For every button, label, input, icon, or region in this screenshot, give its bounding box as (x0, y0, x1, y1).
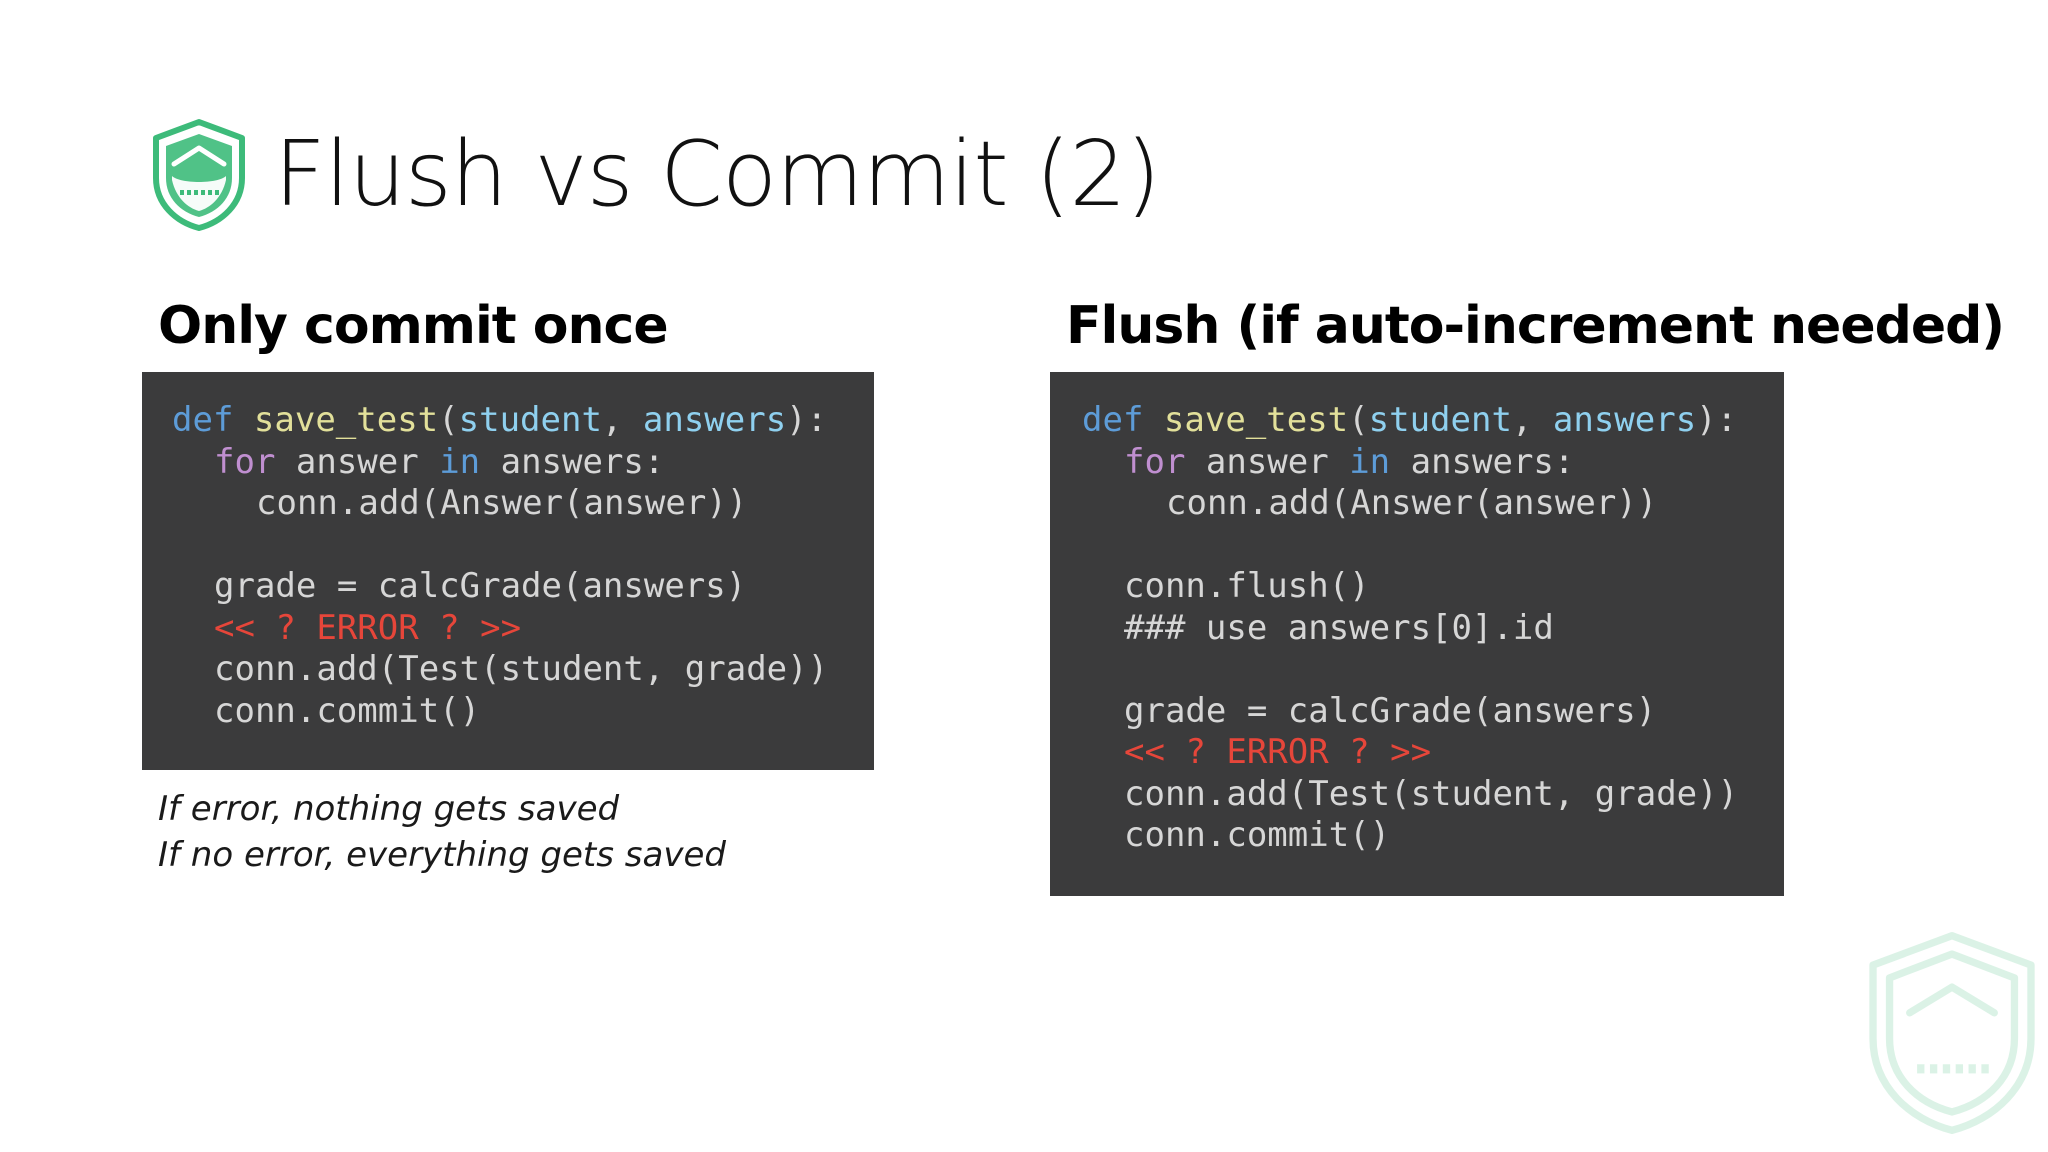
right-code-block: def save_test(student, answers): for ans… (1050, 372, 1784, 896)
code-line: conn.add(Test(student, grade)) (1124, 773, 1739, 814)
slide-title: Flush vs Commit (2) (274, 122, 1161, 227)
code-line: conn.add(Answer(answer)) (256, 483, 748, 523)
code-line: for answer in answers: (214, 441, 665, 482)
left-column-heading: Only commit once (158, 296, 669, 356)
code-line-blank (172, 525, 874, 567)
shield-logo-icon (153, 119, 245, 231)
left-code-block: def save_test(student, answers): for ans… (142, 372, 874, 770)
code-line: grade = calcGrade(answers) (214, 566, 747, 606)
code-line: conn.commit() (1124, 815, 1391, 855)
code-line: conn.add(Test(student, grade)) (214, 649, 829, 689)
code-line: def save_test(student, answers): (172, 400, 828, 440)
code-line: def save_test(student, answers): (1082, 400, 1738, 440)
code-line-blank (1082, 525, 1784, 567)
code-line-comment: ### use answers[0].id (1124, 607, 1554, 648)
code-line-blank (1082, 649, 1784, 691)
code-line: for answer in answers: (1124, 441, 1575, 482)
right-column-heading: Flush (if auto-increment needed) (1066, 296, 2005, 356)
code-line: conn.add(Answer(answer)) (1166, 483, 1658, 523)
note-line: If error, nothing gets saved (158, 789, 620, 829)
note-line: If no error, everything gets saved (158, 835, 726, 875)
code-line: conn.flush() (1124, 566, 1370, 606)
code-line: grade = calcGrade(answers) (1124, 690, 1657, 731)
code-line-error: << ? ERROR ? >> (1124, 732, 1432, 772)
code-line: conn.commit() (214, 690, 481, 731)
left-notes: If error, nothing gets saved If no error… (158, 786, 726, 878)
shield-watermark-icon (1869, 931, 2035, 1135)
code-line-error: << ? ERROR ? >> (214, 607, 522, 648)
